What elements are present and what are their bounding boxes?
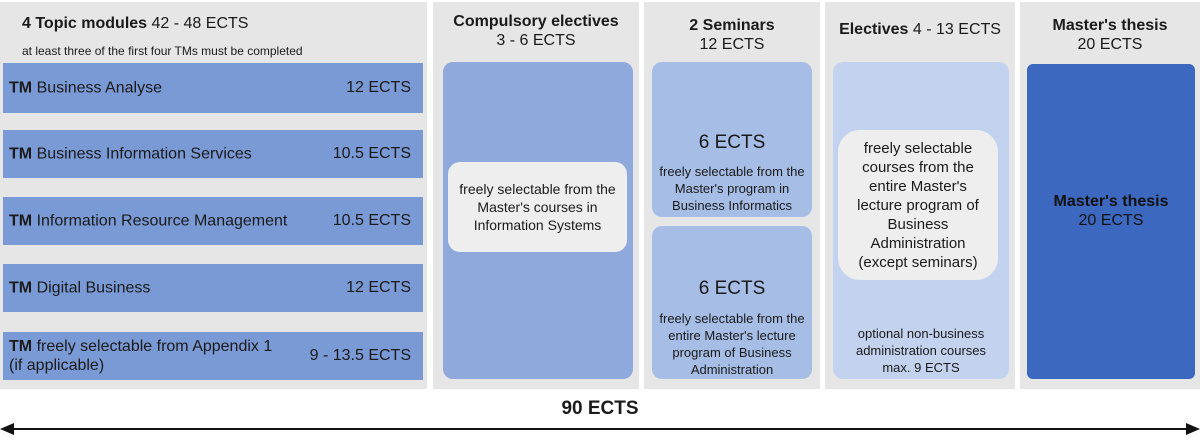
electives-pill: freely selectable courses from the entir… — [838, 130, 998, 280]
seminar-2-box: 6 ECTS freely selectable from the entire… — [652, 226, 812, 379]
double-arrow-icon — [0, 423, 1200, 435]
electives-panel: Electives 4 - 13 ECTS freely selectable … — [825, 2, 1015, 389]
thesis-box: Master's thesis 20 ECTS — [1027, 64, 1195, 379]
seminars-heading: 2 Seminars 12 ECTS — [689, 17, 775, 53]
tm-business-analyse: TM Business Analyse 12 ECTS — [3, 63, 423, 113]
electives-box: freely selectable courses from the entir… — [833, 62, 1009, 379]
topic-modules-title: 4 Topic modules 42 - 48 ECTS — [22, 15, 249, 32]
thesis-heading: Master's thesis 20 ECTS — [1052, 17, 1168, 53]
electives-heading: Electives 4 - 13 ECTS — [839, 21, 1001, 38]
electives-note: optional non-business administration cou… — [855, 326, 987, 375]
tm-business-information-services: TM Business Information Services 10.5 EC… — [3, 130, 423, 178]
seminar-1-box: 6 ECTS freely selectable from the Master… — [652, 62, 812, 217]
tm-freely-selectable: TM freely selectable from Appendix 1(if … — [3, 332, 423, 380]
compulsory-electives-heading: Compulsory electives 3 - 6 ECTS — [453, 13, 619, 49]
seminars-panel: 2 Seminars 12 ECTS 6 ECTS freely selecta… — [644, 2, 820, 389]
thesis-panel: Master's thesis 20 ECTS Master's thesis … — [1020, 2, 1200, 389]
topic-modules-note: at least three of the first four TMs mus… — [22, 44, 303, 58]
compulsory-electives-panel: Compulsory electives 3 - 6 ECTS freely s… — [433, 2, 639, 389]
compulsory-electives-pill: freely selectable from the Master's cour… — [448, 162, 627, 252]
topic-modules-panel: 4 Topic modules 42 - 48 ECTS at least th… — [0, 2, 427, 389]
total-ects-label: 90 ECTS — [561, 398, 639, 419]
compulsory-electives-box: freely selectable from the Master's cour… — [443, 62, 633, 379]
tm-digital-business: TM Digital Business 12 ECTS — [3, 264, 423, 312]
total-span-arrow — [0, 418, 1200, 438]
tm-information-resource-management: TM Information Resource Management 10.5 … — [3, 197, 423, 245]
